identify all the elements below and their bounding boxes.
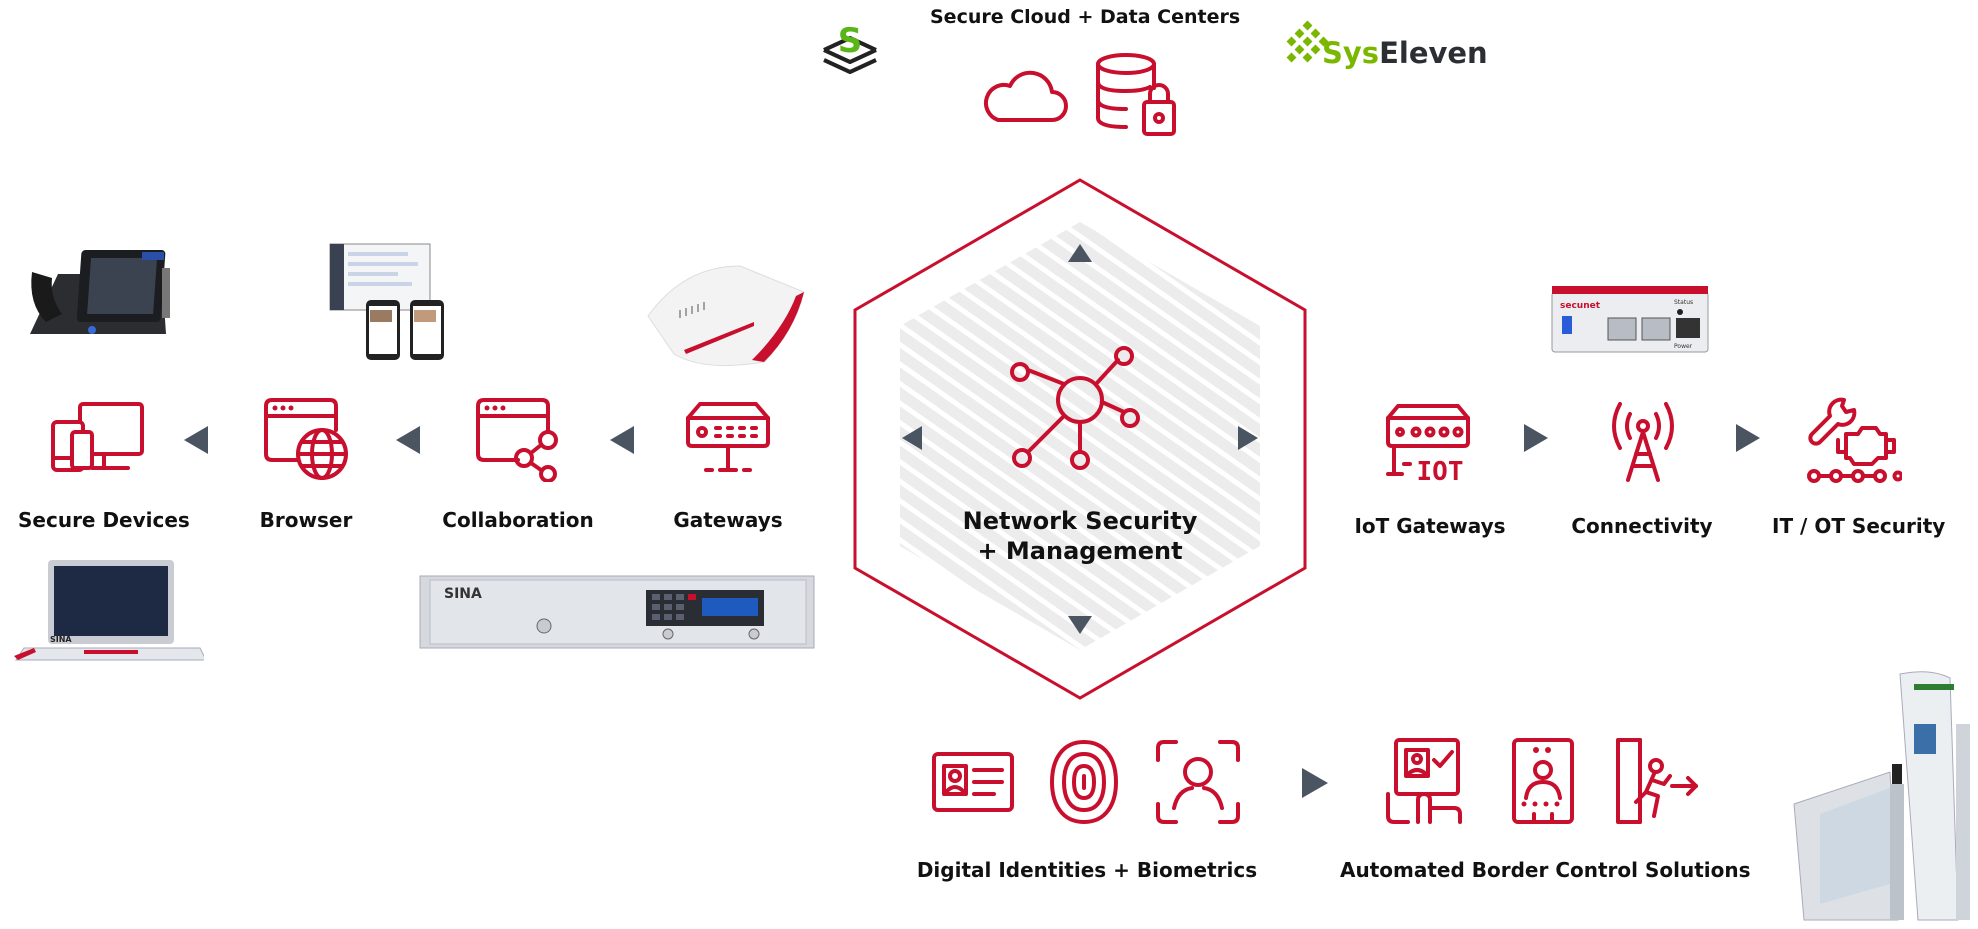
secunet-status: Status [1674, 299, 1693, 306]
hex-down-arrow [1068, 616, 1092, 634]
label-secure-devices: Secure Devices [18, 508, 190, 532]
arrow-left-3 [610, 426, 634, 454]
antenna-icon [1598, 396, 1688, 486]
label-connectivity: Connectivity [1571, 514, 1713, 538]
arrow-right-bottom [1302, 768, 1328, 798]
exit-door-icon [1610, 736, 1704, 826]
browser-share-icon [474, 396, 564, 482]
label-collaboration: Collaboration [442, 508, 594, 532]
secunet-iot-device-image: secunet Status Power [1548, 284, 1712, 361]
engine-wrench-icon [1806, 394, 1902, 484]
sina-rack-device-image: SINA [418, 572, 816, 657]
laptop-brand: SINA [50, 635, 72, 644]
hex-title: Network Security + Management [930, 506, 1230, 566]
sina-brand: SINA [444, 586, 482, 602]
iot-icon-text: IOT [1417, 457, 1464, 486]
secure-laptop-image: SINA [10, 556, 207, 673]
router-icon [684, 400, 774, 480]
hex-up-arrow [1068, 244, 1092, 262]
s-logo-letter: S [838, 21, 863, 61]
arrow-left-1 [184, 426, 208, 454]
secunet-power: Power [1674, 343, 1693, 350]
gateway-device-image [644, 262, 808, 379]
cloud-heading: Secure Cloud + Data Centers [930, 6, 1241, 28]
label-border-control: Automated Border Control Solutions [1340, 858, 1751, 882]
label-iot-gateways: IoT Gateways [1354, 514, 1506, 538]
border-gate-image [1790, 664, 1976, 929]
hex-right-arrow [1238, 426, 1258, 450]
iot-router-icon: IOT [1384, 402, 1474, 486]
arrow-left-2 [396, 426, 420, 454]
secure-phone-image [22, 244, 172, 351]
passport-check-icon [1384, 736, 1468, 826]
label-gateways: Gateways [673, 508, 783, 532]
label-it-ot-security: IT / OT Security [1772, 514, 1946, 538]
hex-title-line2: + Management [977, 537, 1183, 565]
browser-globe-icon [262, 396, 352, 482]
network-node-icon [1000, 340, 1140, 470]
label-browser: Browser [259, 508, 353, 532]
devices-icon [50, 400, 146, 474]
fingerprint-icon [1048, 738, 1120, 826]
secunet-brand: secunet [1560, 301, 1601, 311]
cloud-icon [980, 70, 1070, 126]
syseleven-eleven: Eleven [1379, 36, 1488, 70]
hex-title-line1: Network Security [962, 507, 1198, 535]
label-digital-identities: Digital Identities + Biometrics [916, 858, 1258, 882]
face-scan-icon [1154, 738, 1242, 826]
syseleven-diamond-icon [1286, 20, 1329, 63]
kiosk-person-icon [1508, 736, 1578, 826]
arrow-right-2 [1736, 424, 1760, 452]
id-card-icon [930, 750, 1016, 814]
hex-left-arrow [902, 426, 922, 450]
syseleven-sys: Sys [1322, 36, 1380, 70]
collaboration-screens-image [326, 240, 462, 369]
database-lock-icon [1092, 52, 1182, 142]
s-logo: S [818, 18, 882, 76]
arrow-right-1 [1524, 424, 1548, 452]
